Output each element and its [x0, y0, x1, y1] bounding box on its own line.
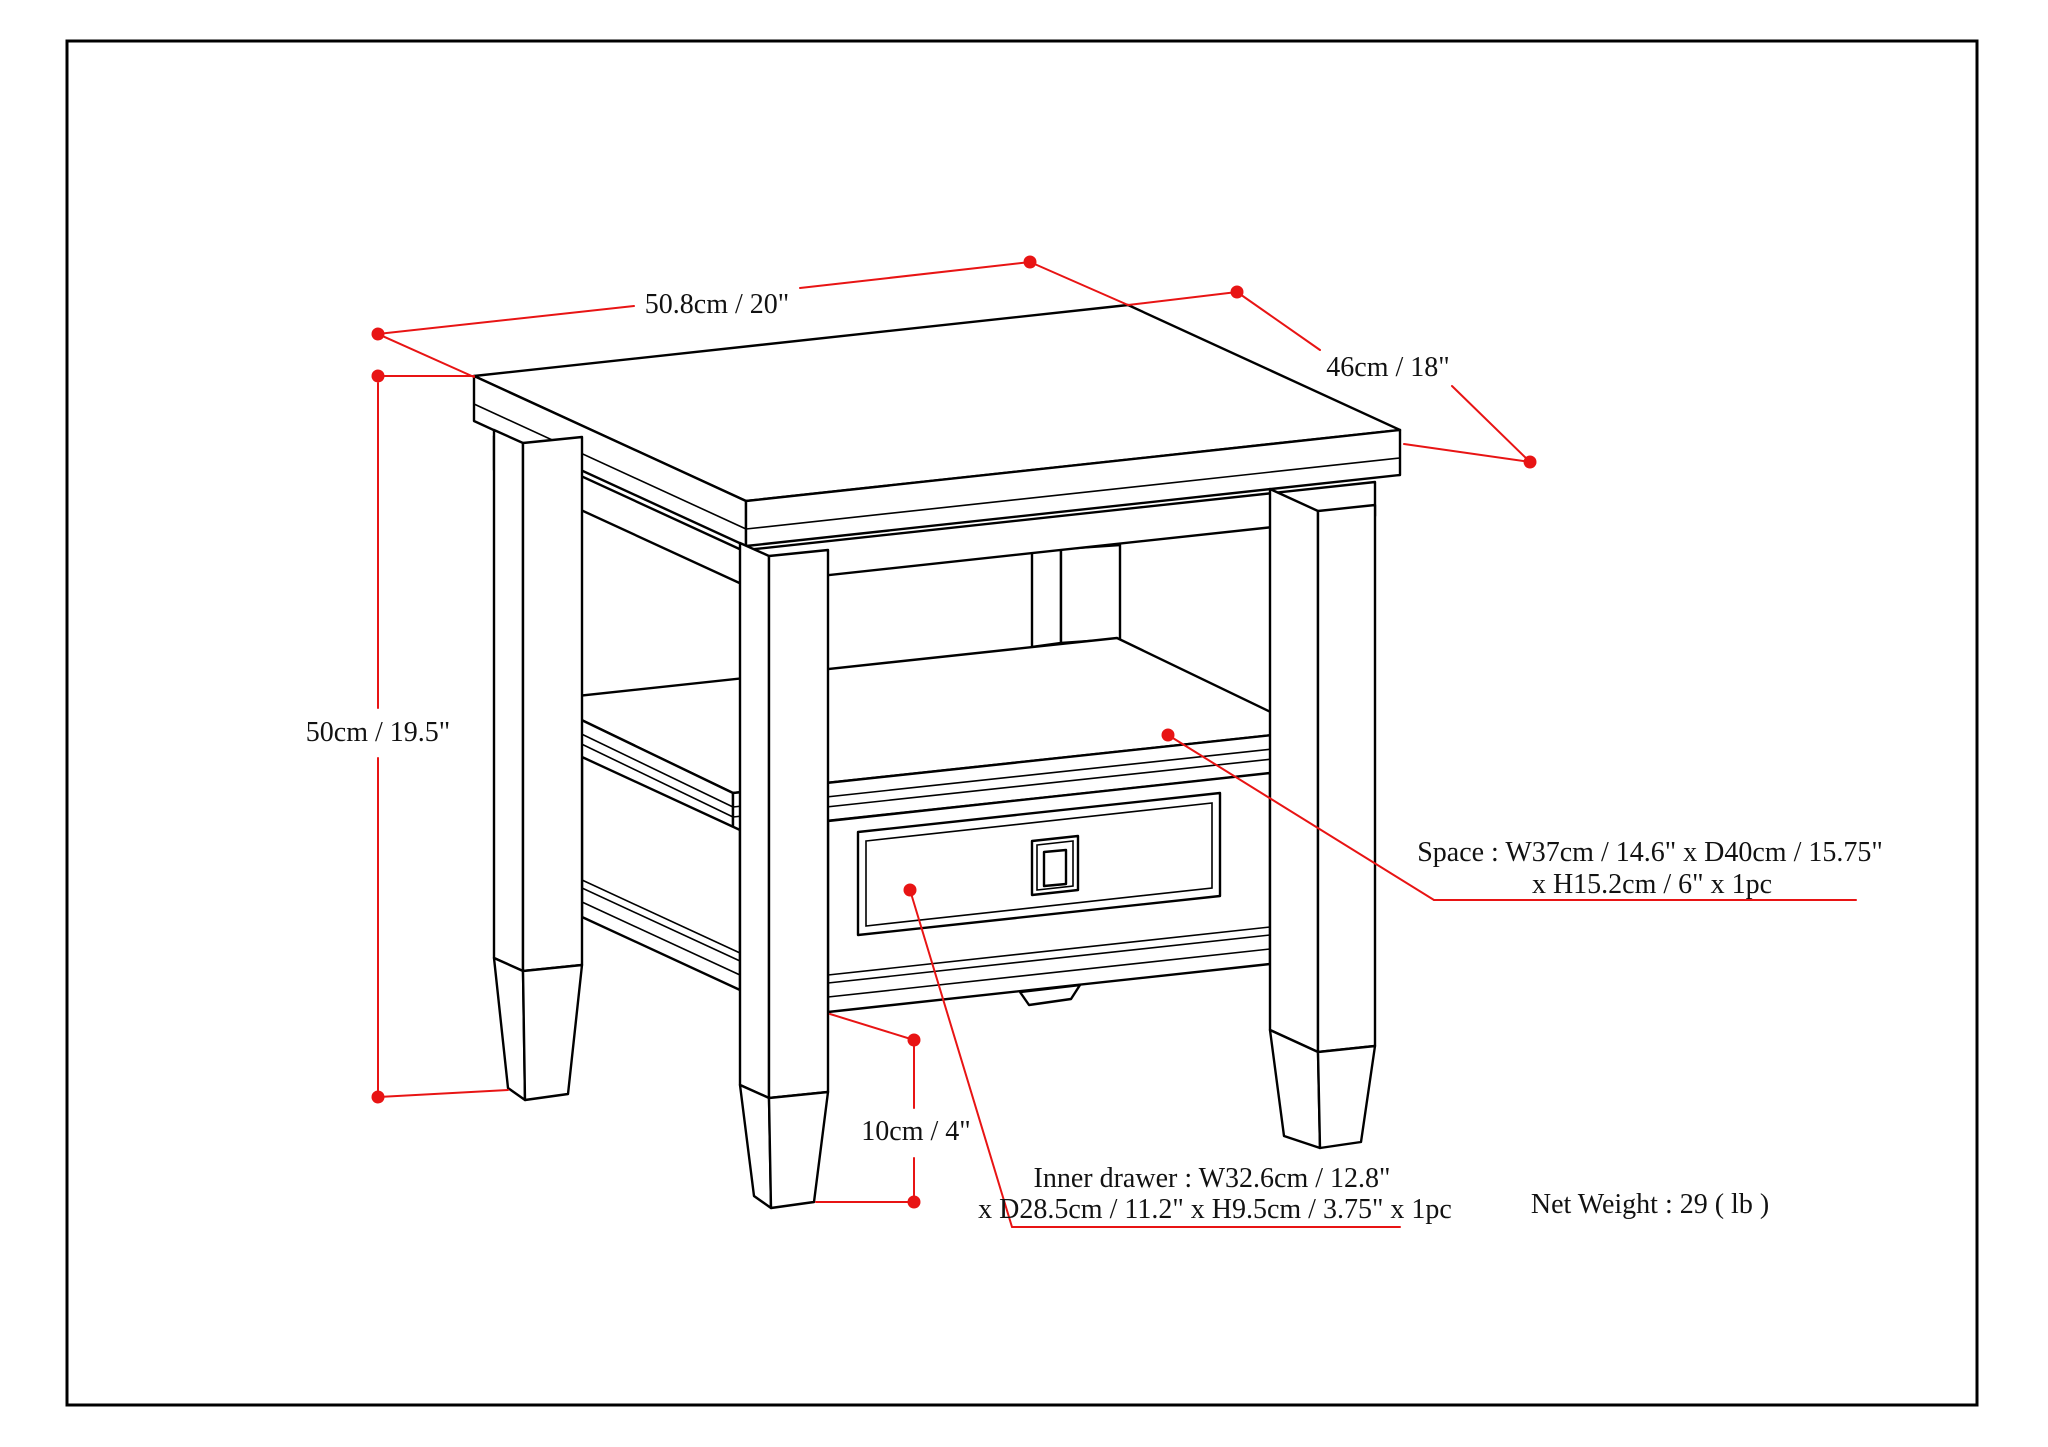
label-top-depth: 46cm / 18" [1326, 352, 1449, 383]
callout-inner-drawer: Inner drawer : W32.6cm / 12.8" x D28.5cm… [903, 883, 1452, 1228]
drawer-front [856, 791, 1222, 937]
right-leg [1268, 487, 1377, 1150]
back-leg [1030, 543, 1122, 649]
callout-shelf-space: Space : W37cm / 14.6" x D40cm / 15.75" x… [1161, 728, 1883, 901]
dim-leg-height: 10cm / 4" [815, 1013, 971, 1209]
dim-top-depth: 46cm / 18" [1127, 285, 1537, 469]
table-top [472, 303, 1402, 548]
page-border [65, 39, 1979, 1407]
label-leg-height: 10cm / 4" [861, 1116, 970, 1147]
label-net-weight: Net Weight : 29 ( lb ) [1531, 1189, 1769, 1220]
dim-top-width: 50.8cm / 20" [371, 255, 1129, 378]
label-space-line1: Space : W37cm / 14.6" x D40cm / 15.75" [1417, 837, 1883, 868]
left-leg [492, 428, 584, 1102]
label-top-width: 50.8cm / 20" [645, 289, 789, 320]
label-height: 50cm / 19.5" [306, 717, 450, 748]
center-glide [1018, 983, 1082, 1007]
drawer-handle [1030, 834, 1080, 897]
label-inner-drawer-line2: x D28.5cm / 11.2" x H9.5cm / 3.75" x 1pc [978, 1194, 1452, 1225]
dim-height: 50cm / 19.5" [306, 369, 509, 1104]
label-space-line2: x H15.2cm / 6" x 1pc [1532, 869, 1772, 900]
dimension-annotations: 50.8cm / 20" 46cm / 18" 50cm / 19.5" [306, 255, 1883, 1228]
table-drawing [472, 303, 1402, 1210]
label-inner-drawer-line1: Inner drawer : W32.6cm / 12.8" [1034, 1163, 1391, 1194]
front-leg [738, 541, 830, 1210]
